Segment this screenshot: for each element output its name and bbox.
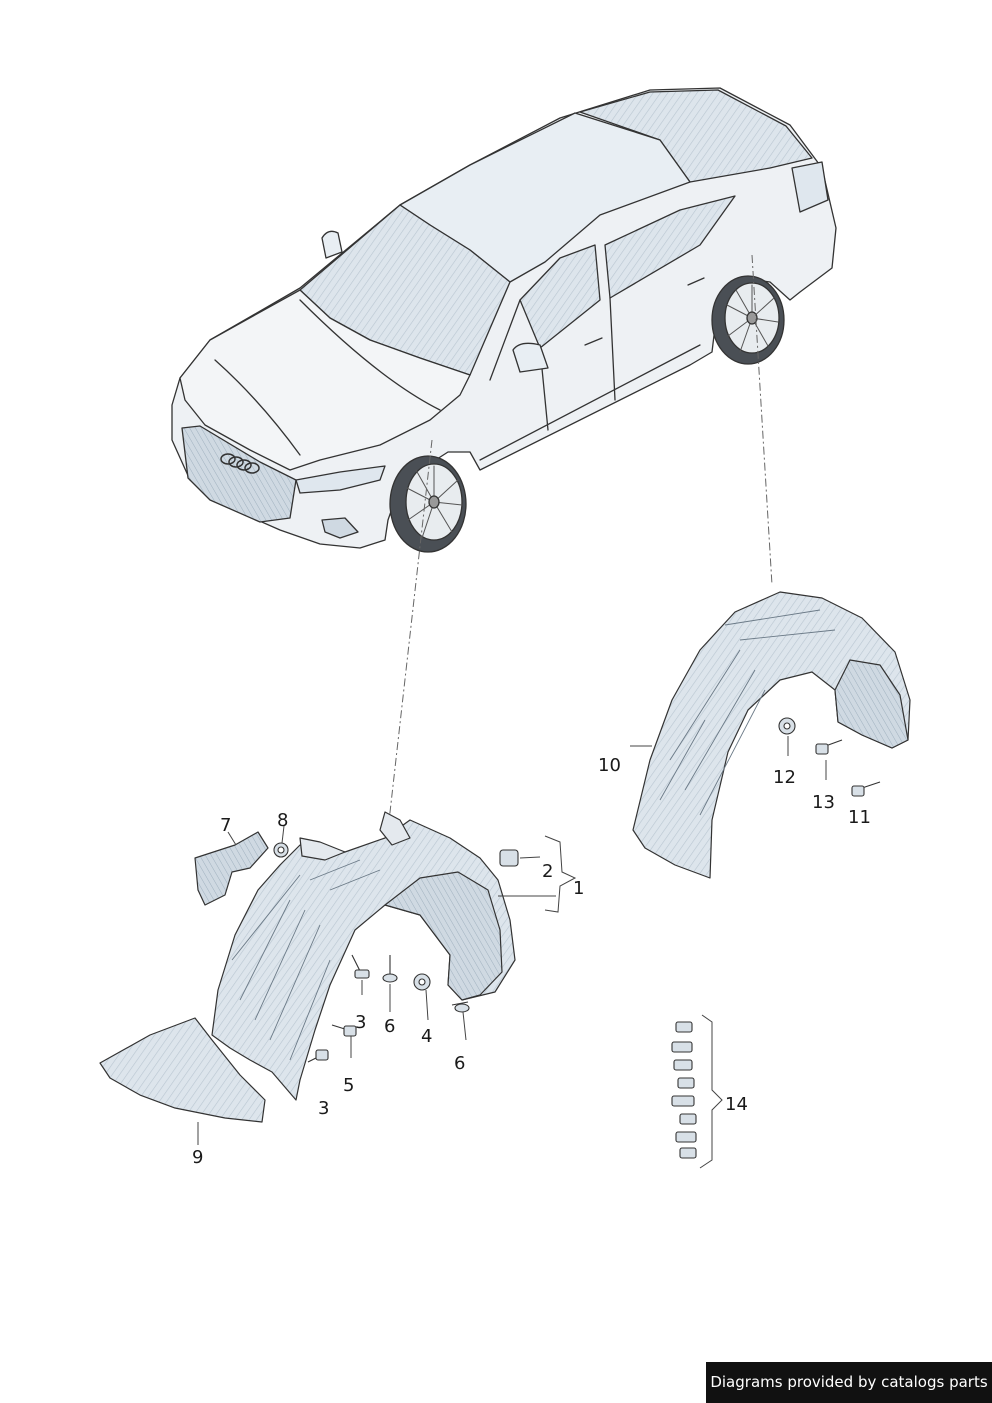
footer-credit: Diagrams provided by catalogs parts bbox=[706, 1362, 992, 1403]
callout-6a: 6 bbox=[384, 1016, 395, 1037]
audi-rings bbox=[220, 453, 260, 474]
hood-crease bbox=[214, 359, 301, 456]
car-illustration bbox=[171, 87, 837, 553]
nut-4 bbox=[413, 973, 431, 991]
screw-3b bbox=[331, 1024, 357, 1037]
mirror-right bbox=[512, 342, 549, 373]
headlight bbox=[295, 465, 386, 494]
nut-12 bbox=[778, 717, 796, 735]
bracket-7 bbox=[194, 831, 269, 906]
callout-7: 7 bbox=[220, 815, 231, 836]
side-window-rear bbox=[604, 195, 736, 299]
callout-9: 9 bbox=[192, 1147, 203, 1168]
shield-9 bbox=[99, 1017, 266, 1123]
callout-10: 10 bbox=[598, 755, 621, 776]
rear-wheel bbox=[711, 275, 785, 365]
screw-6a bbox=[382, 955, 398, 983]
side-sill bbox=[479, 344, 701, 461]
grille bbox=[181, 425, 297, 523]
mirror-left bbox=[321, 230, 343, 259]
callout-14: 14 bbox=[725, 1094, 748, 1115]
rear-liner-ribs bbox=[659, 609, 836, 816]
front-liner-flap bbox=[299, 837, 346, 861]
screw-6b bbox=[451, 1001, 470, 1013]
callout-5: 5 bbox=[343, 1075, 354, 1096]
front-wheelhouse-liner bbox=[211, 811, 516, 1101]
callout-8: 8 bbox=[277, 810, 288, 831]
callout-12: 12 bbox=[773, 767, 796, 788]
nut-8 bbox=[273, 842, 289, 858]
rear-liner-inner bbox=[834, 659, 909, 749]
door-handle-rear bbox=[687, 277, 705, 286]
hood bbox=[179, 289, 471, 471]
screw-3a bbox=[351, 954, 370, 979]
screw-13 bbox=[815, 739, 843, 755]
front-wheel bbox=[389, 455, 467, 553]
callout-1: 1 bbox=[573, 878, 584, 899]
front-liner-inner bbox=[384, 871, 503, 1001]
callout-13: 13 bbox=[812, 792, 835, 813]
hood-crease-2 bbox=[299, 299, 441, 411]
door-handle-front bbox=[584, 337, 603, 346]
fog-light bbox=[321, 517, 359, 539]
screw-11 bbox=[851, 781, 881, 797]
callout-11: 11 bbox=[848, 807, 871, 828]
callout-labels: 7 8 2 1 3 6 4 5 6 3 9 10 12 13 11 14 bbox=[192, 755, 871, 1168]
front-liner-ribs bbox=[231, 859, 381, 1061]
screw-5 bbox=[307, 1049, 329, 1063]
side-window-front bbox=[519, 244, 601, 349]
fastener-set-14 bbox=[671, 1021, 697, 1159]
callout-3a: 3 bbox=[355, 1012, 366, 1033]
callout-3b: 3 bbox=[318, 1098, 329, 1119]
rear-wheelhouse-liner bbox=[632, 591, 911, 879]
callout-6b: 6 bbox=[454, 1053, 465, 1074]
callout-leaders bbox=[197, 736, 827, 1169]
callout-4: 4 bbox=[421, 1026, 432, 1047]
callout-2: 2 bbox=[542, 861, 553, 882]
clip-2 bbox=[499, 849, 519, 867]
hardware bbox=[273, 717, 881, 1159]
leader-lines bbox=[387, 254, 773, 831]
front-liner-tab bbox=[379, 811, 411, 846]
tail-light bbox=[791, 161, 829, 213]
